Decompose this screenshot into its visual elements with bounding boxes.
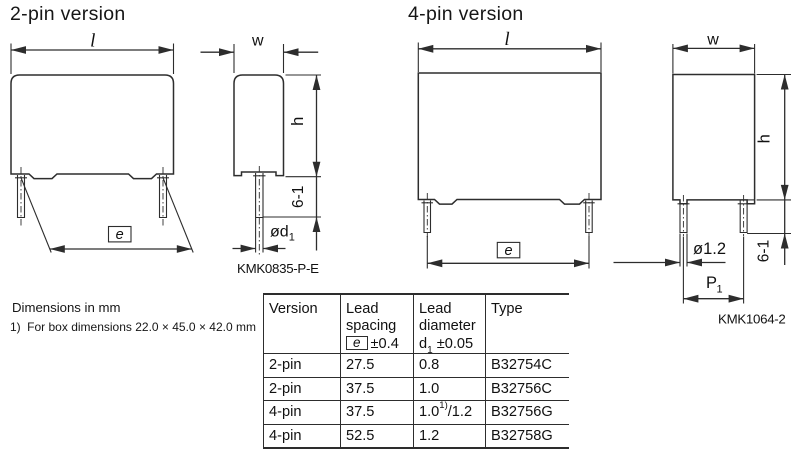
arrowhead [728, 294, 744, 303]
arrowhead [739, 44, 755, 53]
arrowhead [176, 245, 192, 253]
title-4pin-version: 4-pin version [408, 3, 524, 25]
e-label-box [107, 225, 132, 243]
cell-lead-spacing: 37.5 [340, 376, 414, 401]
e-symbol-box: e [346, 335, 368, 350]
header-lead-spacing: Lead spacing e±0.4 [340, 293, 414, 354]
arrowhead [312, 161, 321, 177]
arrowhead [11, 46, 26, 54]
footnote-text: For box dimensions 22.0 × 45.0 × 42.0 mm [27, 319, 256, 334]
e-label: e [504, 243, 512, 259]
body-4pin-side [672, 73, 756, 205]
l-label-2pin: l [90, 31, 95, 52]
od1-label-sub: 1 [289, 232, 295, 244]
drawing-code-right: KMK1064-2 [718, 312, 786, 327]
lead-2pin-front-right-outline [158, 175, 168, 219]
cell-type: B32758G [485, 423, 569, 450]
body-2pin-front [10, 74, 175, 180]
cell-version: 2-pin [263, 376, 341, 401]
footnote-marker: 1) [10, 319, 21, 334]
table-row: 2-pin 37.5 1.0 B32756C [263, 376, 569, 401]
lead-4pin-side-right-outline [739, 200, 748, 234]
standoff-label: 6-1 [290, 186, 307, 208]
cell-lead-diameter: 1.2 [413, 423, 486, 450]
table-row: 4-pin 52.5 1.2 B32758G [263, 423, 569, 450]
title-2pin-version: 2-pin version [10, 3, 126, 25]
header-lead-diameter: Lead diameter d1 ±0.05 [413, 293, 486, 356]
ext-e-left-diag [20, 177, 52, 253]
view-2pin-side: w h 6-1 ød 1 KMK0835-P-E [200, 33, 321, 276]
cell-version: 4-pin [263, 400, 341, 425]
cell-lead-spacing: 27.5 [340, 353, 414, 378]
header-version: Version [263, 293, 341, 354]
arrowhead [665, 258, 680, 267]
standoff-label: 6-1 [756, 240, 773, 262]
p1-label: P [706, 274, 717, 292]
cell-lead-diameter: 0.8 [413, 353, 486, 378]
arrowhead [418, 44, 434, 53]
lead-spacing-table: Version Lead spacing e±0.4 Lead diameter… [263, 293, 569, 450]
body-2pin-side [233, 74, 285, 177]
view-4pin-front: e [417, 42, 602, 269]
cell-lead-diameter: 1.0 [413, 376, 486, 401]
arrowhead [312, 217, 321, 232]
cell-type: B32754C [485, 353, 569, 378]
e-label-box [496, 241, 521, 259]
cell-type: B32756C [485, 376, 569, 401]
table-header-row: Version Lead spacing e±0.4 Lead diameter… [263, 293, 569, 356]
arrowhead [240, 244, 256, 253]
view-2pin-front: e [10, 43, 194, 253]
arrowhead [586, 44, 601, 53]
ext-e-right-diag [162, 177, 194, 253]
cell-lead-spacing: 52.5 [340, 423, 414, 450]
cell-type: B32756G [485, 400, 569, 425]
cell-lead-spacing: 37.5 [340, 400, 414, 425]
lead-2pin-side-outline [255, 173, 264, 219]
arrowhead [263, 244, 278, 253]
lead-4pin-side-left-outline [679, 200, 688, 234]
arrowhead [574, 259, 589, 268]
w-label: w [706, 32, 719, 49]
table-row: 4-pin 37.5 1.01)/1.2 B32756G [263, 400, 569, 425]
table-row: 2-pin 27.5 0.8 B32754C [263, 353, 569, 378]
cell-version: 2-pin [263, 353, 341, 378]
header-type: Type [485, 293, 569, 354]
w-label: w [251, 33, 264, 50]
p1-label-sub: 1 [717, 283, 723, 295]
h-label: h [289, 117, 307, 126]
e-label: e [116, 227, 124, 243]
arrowhead [158, 46, 174, 54]
l-label-4pin: l [504, 29, 509, 50]
o12-label: ø1.2 [693, 240, 726, 258]
arrowhead [780, 74, 789, 90]
view-4pin-side: w h 6-1 ø1.2 P 1 KMK1064-2 [613, 32, 791, 327]
lead-2pin-front-left-outline [16, 175, 26, 219]
h-label: h [756, 134, 774, 143]
arrowhead [683, 294, 699, 303]
arrowhead [672, 44, 688, 53]
arrowhead [219, 48, 234, 57]
cell-lead-diameter: 1.01)/1.2 [413, 400, 486, 425]
box-dimensions-footnote: 1) For box dimensions 22.0 × 45.0 × 42.0 … [10, 320, 256, 334]
arrowhead [312, 75, 321, 90]
arrowhead [687, 258, 702, 267]
od1-label: ød [270, 224, 289, 241]
arrowhead [780, 233, 789, 249]
arrowhead [780, 184, 789, 200]
units-note: Dimensions in mm [12, 300, 121, 315]
arrowhead [427, 259, 443, 268]
drawing-code-left: KMK0835-P-E [237, 261, 319, 276]
body-4pin-front [417, 72, 602, 205]
cell-version: 4-pin [263, 423, 341, 450]
arrowhead [49, 245, 65, 253]
arrowhead [283, 48, 299, 57]
